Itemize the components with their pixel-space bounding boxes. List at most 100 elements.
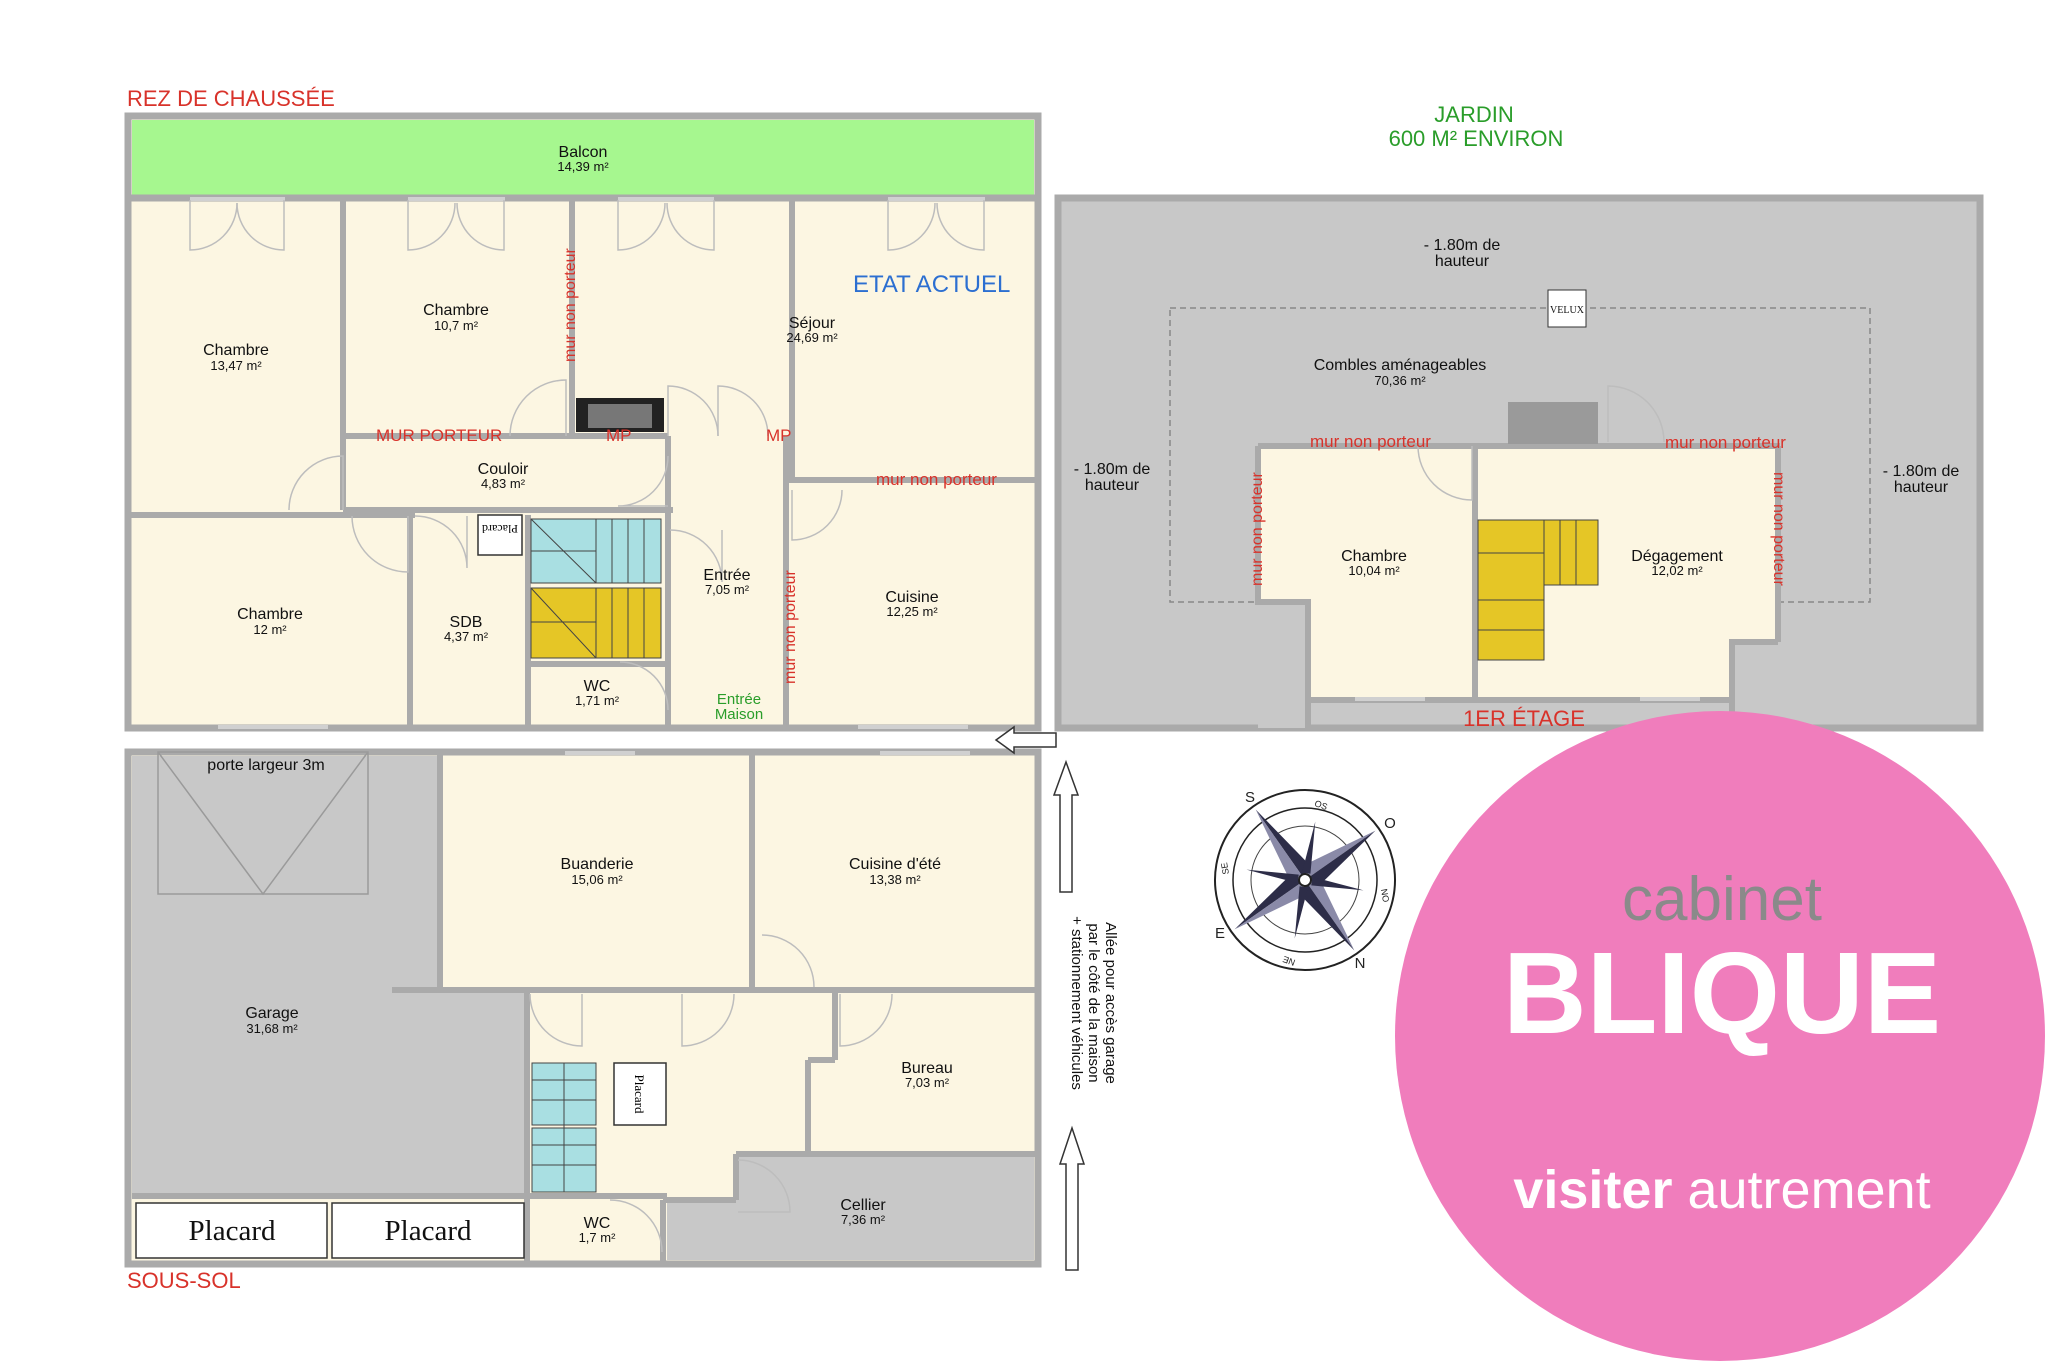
compass-n: N bbox=[1355, 955, 1366, 972]
garage-area bbox=[132, 756, 527, 1195]
room-bureau-area: 7,03 m² bbox=[905, 1075, 950, 1090]
room-balcon: Balcon bbox=[559, 144, 608, 161]
brand-logo: cabinet BLIQUE visiter autrement bbox=[1395, 711, 2045, 1361]
height-right-1: - 1.80m de bbox=[1883, 463, 1960, 480]
entree-maison-1: Entrée bbox=[717, 691, 761, 708]
arrow-up-icon bbox=[1052, 759, 1080, 893]
driveway-note: Allée pour accès garage par le côté de l… bbox=[1068, 916, 1119, 1090]
room-entree-area: 7,05 m² bbox=[705, 582, 750, 597]
brand-tagline-1: visiter bbox=[1513, 1160, 1672, 1220]
room-wc-basement-area: 1,7 m² bbox=[579, 1230, 617, 1245]
room-chambre-a: Chambre bbox=[203, 342, 269, 359]
room-couloir-area: 4,83 m² bbox=[481, 476, 526, 491]
basement: Placard bbox=[124, 748, 1042, 1268]
compass-rose-icon bbox=[1214, 789, 1396, 971]
room-wc-ground: WC bbox=[584, 678, 611, 695]
room-chambre-c-area: 12 m² bbox=[253, 622, 287, 637]
brand-name: BLIQUE bbox=[1503, 928, 1941, 1058]
arrow-up-icon-2 bbox=[1058, 1125, 1086, 1271]
room-degagement-area: 12,02 m² bbox=[1651, 563, 1703, 578]
sdb-placard-label: Placard bbox=[482, 522, 518, 536]
chimney bbox=[1508, 402, 1598, 444]
driveway-arrows bbox=[994, 725, 1086, 1271]
ground-floor: Placard bbox=[124, 112, 1042, 732]
placard-2-label: Placard bbox=[385, 1215, 472, 1247]
room-cuisine-area: 12,25 m² bbox=[886, 604, 938, 619]
room-wc-basement: WC bbox=[584, 1215, 611, 1232]
compass-letters: S O N E OS NO NE SE bbox=[1215, 789, 1396, 972]
room-cellier-area: 7,36 m² bbox=[841, 1212, 886, 1227]
room-garage-area: 31,68 m² bbox=[246, 1021, 298, 1036]
compass-s: S bbox=[1245, 789, 1255, 806]
garden-line-2: 600 M² ENVIRON bbox=[1389, 126, 1564, 151]
mp-label-2: MP bbox=[766, 426, 792, 445]
room-degagement: Dégagement bbox=[1631, 548, 1723, 565]
room-chambre-first-area: 10,04 m² bbox=[1348, 563, 1400, 578]
room-sdb: SDB bbox=[450, 614, 483, 631]
mur-non-porteur-horizontal: mur non porteur bbox=[876, 470, 997, 489]
compass-ne: NE bbox=[1281, 954, 1296, 968]
compass-so: OS bbox=[1313, 798, 1329, 812]
brand-cabinet: cabinet bbox=[1622, 865, 1822, 934]
compass-e: E bbox=[1215, 925, 1225, 942]
room-garage: Garage bbox=[245, 1005, 298, 1022]
room-sejour-area: 24,69 m² bbox=[786, 330, 838, 345]
room-balcon-area: 14,39 m² bbox=[557, 159, 609, 174]
garage-door-label: porte largeur 3m bbox=[207, 757, 324, 774]
first-floor bbox=[1054, 194, 1984, 732]
brand-tagline-2: autrement bbox=[1687, 1160, 1930, 1220]
room-sdb-area: 4,37 m² bbox=[444, 629, 489, 644]
driveway-line-3: + stationnement véhicules bbox=[1068, 916, 1085, 1090]
room-buanderie-area: 15,06 m² bbox=[571, 872, 623, 887]
compass-no: NO bbox=[1379, 888, 1391, 903]
brand-tagline: visiter autrement bbox=[1513, 1160, 1930, 1220]
garden-line-1: JARDIN bbox=[1434, 102, 1513, 127]
driveway-line-2: par le côté de la maison bbox=[1085, 923, 1102, 1082]
velux-label: VELUX bbox=[1550, 305, 1585, 316]
room-couloir: Couloir bbox=[478, 461, 529, 478]
room-chambre-b: Chambre bbox=[423, 302, 489, 319]
height-top-1: - 1.80m de bbox=[1424, 237, 1501, 254]
room-cuisine-ete-area: 13,38 m² bbox=[869, 872, 921, 887]
velux-box bbox=[1547, 289, 1587, 328]
room-bureau: Bureau bbox=[901, 1060, 953, 1077]
room-chambre-c: Chambre bbox=[237, 606, 303, 623]
room-cuisine-ete: Cuisine d'été bbox=[849, 856, 941, 873]
mp-label-1: MP bbox=[606, 426, 632, 445]
placard-1-label: Placard bbox=[189, 1215, 276, 1247]
mur-non-porteur-vertical-2: mur non porteur bbox=[782, 569, 799, 684]
compass-se: SE bbox=[1219, 862, 1231, 876]
room-sejour: Séjour bbox=[789, 315, 836, 332]
room-chambre-a-area: 13,47 m² bbox=[210, 358, 262, 373]
room-wc-ground-area: 1,71 m² bbox=[575, 693, 620, 708]
mur-non-porteur-vertical-1: mur non porteur bbox=[562, 247, 579, 362]
first-mnp-top-right: mur non porteur bbox=[1665, 433, 1786, 452]
balcon-area bbox=[132, 120, 1034, 196]
placard-box-2 bbox=[331, 1202, 525, 1259]
current-state-label: ETAT ACTUEL bbox=[853, 271, 1010, 298]
height-top-2: hauteur bbox=[1435, 253, 1490, 270]
room-combles: Combles aménageables bbox=[1314, 357, 1487, 374]
room-combles-area: 70,36 m² bbox=[1374, 373, 1426, 388]
entree-maison-2: Maison bbox=[715, 706, 763, 723]
height-right-2: hauteur bbox=[1894, 479, 1949, 496]
basement-placard-3-label: Placard bbox=[632, 1075, 647, 1114]
section-basement: SOUS-SOL bbox=[127, 1268, 241, 1293]
room-cuisine: Cuisine bbox=[885, 589, 938, 606]
compass-o: O bbox=[1384, 815, 1396, 832]
placard-box-1 bbox=[135, 1202, 328, 1259]
height-left-1: - 1.80m de bbox=[1074, 461, 1151, 478]
room-chambre-b-area: 10,7 m² bbox=[434, 318, 479, 333]
mur-porteur-label: MUR PORTEUR bbox=[376, 426, 502, 445]
driveway-line-1: Allée pour accès garage bbox=[1102, 922, 1119, 1084]
section-ground-floor: REZ DE CHAUSSÉE bbox=[127, 86, 335, 111]
cellier-area bbox=[667, 1154, 1034, 1260]
height-left-2: hauteur bbox=[1085, 477, 1140, 494]
room-buanderie: Buanderie bbox=[561, 856, 634, 873]
first-mnp-top-left: mur non porteur bbox=[1310, 432, 1431, 451]
room-entree: Entrée bbox=[703, 567, 750, 584]
arrow-left-icon bbox=[994, 725, 1057, 755]
section-first-floor: 1ER ÉTAGE bbox=[1463, 706, 1585, 731]
first-mnp-right: mur non porteur bbox=[1770, 472, 1787, 587]
